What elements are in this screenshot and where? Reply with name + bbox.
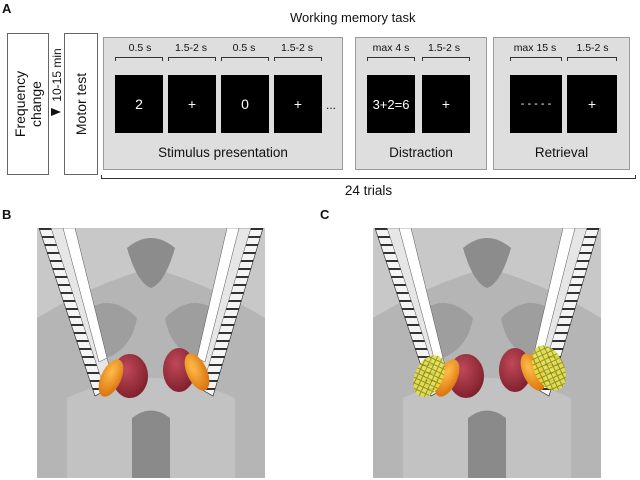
duration-label: max 15 s: [513, 42, 557, 54]
ellipsis: ...: [326, 98, 337, 112]
electrode-leads-left: [374, 228, 450, 397]
fixation-screen: +: [168, 75, 216, 133]
brainstem-region: [132, 410, 170, 478]
trials-bracket: [101, 175, 636, 179]
phase-label-distraction: Distraction: [389, 145, 453, 160]
duration-bracket: [367, 57, 415, 61]
motor-test-label: Motor test: [72, 72, 89, 136]
brain-image-c: [373, 228, 601, 478]
duration-label: 0.5 s: [128, 42, 152, 54]
active-contact-volume-right: [532, 345, 566, 391]
phase-label-stimulus: Stimulus presentation: [158, 145, 288, 160]
ventricle-region: [463, 238, 511, 288]
duration-bracket: [221, 57, 269, 61]
duration-label: 1.5-2 s: [280, 42, 314, 54]
panel-letter-a: A: [2, 1, 12, 16]
frequency-change-label: Frequency change: [11, 70, 44, 138]
duration-bracket: [274, 57, 322, 61]
duration-label: 1.5-2 s: [576, 42, 609, 54]
duration-label: 0.5 s: [232, 42, 256, 54]
fixation-screen: +: [567, 75, 617, 133]
active-contact-volume-left: [413, 355, 445, 397]
ventricle-region: [127, 238, 175, 288]
brain-region: [373, 228, 601, 318]
electrode-leads-left: [38, 228, 114, 397]
stimulus-screen: 2: [115, 75, 163, 133]
task-title: Working memory task: [290, 10, 416, 25]
duration-label: max 4 s: [372, 42, 410, 54]
duration-bracket: [115, 57, 163, 61]
duration-bracket: [567, 57, 617, 61]
duration-bracket: [422, 57, 470, 61]
duration-label: 1.5-2 s: [174, 42, 208, 54]
orange-structure-left: [98, 359, 124, 397]
stimulus-screen: 0: [221, 75, 269, 133]
frequency-change-box: Frequency change: [7, 33, 49, 175]
interval-label-wrap: 10-15 min: [50, 45, 65, 105]
trials-label: 24 trials: [344, 183, 393, 198]
brain-image-b: [37, 228, 265, 478]
panel-letter-b: B: [2, 207, 12, 222]
interval-label: 10-15 min: [50, 48, 65, 102]
arrow-right-icon: [51, 103, 61, 116]
distraction-screen: 3+2=6: [367, 75, 415, 133]
phase-label-retrieval: Retrieval: [534, 145, 589, 160]
fixation-screen: +: [274, 75, 322, 133]
panel-letter-c: C: [320, 207, 330, 222]
orange-structure-right: [184, 353, 210, 391]
brain-region: [37, 228, 265, 318]
duration-bracket: [168, 57, 216, 61]
brainstem-region: [468, 410, 506, 478]
retrieval-screen: - - - - -: [510, 75, 562, 133]
duration-label: 1.5-2 s: [427, 42, 461, 54]
motor-test-box: Motor test: [64, 33, 98, 175]
fixation-screen: +: [422, 75, 470, 133]
duration-bracket: [510, 57, 562, 61]
